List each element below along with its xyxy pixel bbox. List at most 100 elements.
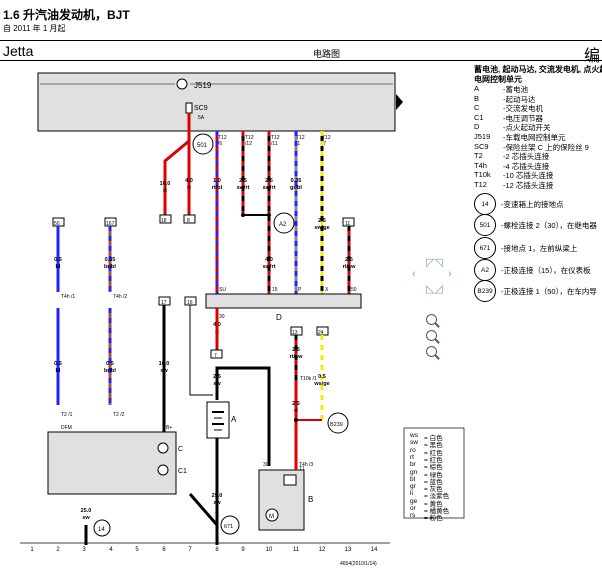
legend-desc: -交流发电机	[503, 104, 543, 114]
diagram-shape: T12/6 T12/12 T12/11 T12/1 T12/7	[218, 135, 331, 147]
diagram-label: ws/ge	[313, 381, 329, 387]
color-name: = 黄色	[424, 500, 443, 508]
color-code: bl	[410, 475, 416, 483]
diagram-label: /1	[296, 141, 300, 147]
color-code: ge	[410, 497, 418, 505]
diagram-label: 2.5	[239, 178, 247, 184]
diagram-label: gr/bl	[290, 185, 302, 191]
diagram-label: C1	[178, 468, 187, 475]
ground-point-671: 671	[474, 237, 496, 259]
legend-desc: -点火起动开关	[503, 123, 551, 133]
color-name: = 黑色	[424, 442, 443, 450]
diagram-label: 14	[98, 527, 105, 533]
legend-desc: -电压调节器	[503, 113, 543, 123]
diagram-label: rt/bl	[212, 185, 223, 191]
legend-desc: -2 芯插头连接	[503, 152, 550, 162]
diagram-label: 11	[345, 221, 350, 227]
diagram-label: sw	[160, 368, 168, 374]
diagram-label: 50	[351, 287, 357, 293]
pan-right-icon[interactable]: ›	[448, 268, 452, 280]
diagram-shape: 2.5sw 25.0sw	[212, 374, 223, 506]
diagram-label: 4654(2010/1/14)	[340, 561, 377, 567]
legend-code: T4h	[474, 160, 487, 170]
header-divider-2	[0, 60, 602, 61]
legend-code: T2	[474, 151, 483, 161]
diagram-label: 1	[30, 547, 34, 553]
diagram-shape	[294, 418, 298, 422]
diagram-label: 7	[214, 353, 217, 359]
diagram-label: 0.5	[106, 361, 114, 367]
diagram-label: 6	[162, 547, 166, 553]
diagram-shape	[159, 214, 172, 224]
alternator-c	[47, 431, 177, 495]
color-code: sw	[410, 439, 418, 447]
diagram-label: DFM	[61, 425, 72, 431]
diagram-label: sw	[213, 500, 221, 506]
diagram-shape	[189, 305, 213, 396]
diagram-label: X	[325, 287, 329, 293]
zoom-fit-icon[interactable]	[426, 314, 437, 325]
diagram-shape: 1 2 3 4 5 6 7 8 9 10 11 12 13 14	[30, 547, 378, 553]
zoom-out-icon[interactable]	[426, 346, 437, 357]
color-code: rt	[410, 453, 414, 461]
diagram-label: 8	[215, 547, 219, 553]
diagram-label: 7	[188, 547, 192, 553]
diagram-label: B+	[166, 425, 172, 431]
ground-point-desc: -变速箱上的接地点	[501, 200, 564, 209]
diagram-label: sw	[82, 515, 90, 521]
j519-symbol	[176, 78, 188, 90]
diagram-label: 15	[272, 287, 278, 293]
diagram-label: 0.35	[291, 178, 302, 184]
pan-down-icon[interactable]: ◺◿	[426, 283, 443, 295]
diagram-label: br/bl	[104, 368, 116, 374]
point-671	[220, 515, 240, 535]
ground-point-B239: B239	[474, 280, 496, 302]
pan-up-icon[interactable]: ◸◹	[426, 257, 443, 269]
ground-point-14: 14	[474, 193, 496, 215]
color-name: = 棕色	[424, 464, 443, 472]
color-name: = 蓝色	[424, 478, 443, 486]
legend-code: D	[474, 122, 480, 132]
diagram-label: 10	[266, 547, 273, 553]
diagram-label: 1.0	[213, 178, 221, 184]
diagram-label: sw	[213, 381, 221, 387]
diagram-label: 13	[345, 547, 352, 553]
diagram-label: 9	[241, 547, 245, 553]
diagram-shape: 2.5rt/sw 4.0sw/rt	[263, 257, 357, 270]
legend-heading: 蓄电池, 起动马达, 交流发电机, 点火起	[474, 65, 602, 74]
diagram-label: 0.5	[318, 374, 326, 380]
diagram-label: T4h /1	[61, 294, 75, 300]
diagram-label: sw/ge	[314, 225, 329, 231]
diagram-label: T4h /2	[113, 294, 127, 300]
starter-b	[258, 469, 305, 531]
pan-left-icon[interactable]: ‹	[412, 268, 416, 280]
diagram-label: 30	[263, 462, 269, 468]
color-code: ws	[410, 432, 418, 439]
diagram-shape: 2.5rt/sw 0.5ws/ge 2.5rt	[290, 347, 330, 414]
diagram-shape	[157, 464, 169, 476]
zoom-in-icon[interactable]	[426, 330, 437, 341]
diagram-shape	[215, 366, 271, 466]
diagram-label: 5	[135, 547, 139, 553]
diagram-label: SC9	[194, 105, 208, 112]
diagram-label: 13	[292, 330, 298, 336]
ground-point-A2: A2	[474, 259, 496, 281]
diagram-label: 5A	[198, 115, 205, 121]
diagram-label: br/bl	[104, 264, 116, 270]
ignition-switch-d	[205, 293, 362, 309]
color-code: br	[410, 461, 416, 469]
diagram-label: /7	[322, 141, 326, 147]
legend-code: T12	[474, 180, 487, 189]
diagram-label: rt	[294, 408, 298, 414]
battery-a	[206, 401, 230, 439]
color-code: rs	[410, 512, 416, 520]
diagram-label: T12	[296, 135, 305, 141]
diagram-shape	[283, 474, 297, 486]
legend-code: B	[474, 93, 480, 103]
diagram-label: 25.0	[81, 508, 92, 514]
color-code: or	[410, 505, 416, 512]
page-title: 1.6 升汽油发动机，BJT	[3, 8, 130, 22]
sc9-fuse	[185, 102, 193, 114]
